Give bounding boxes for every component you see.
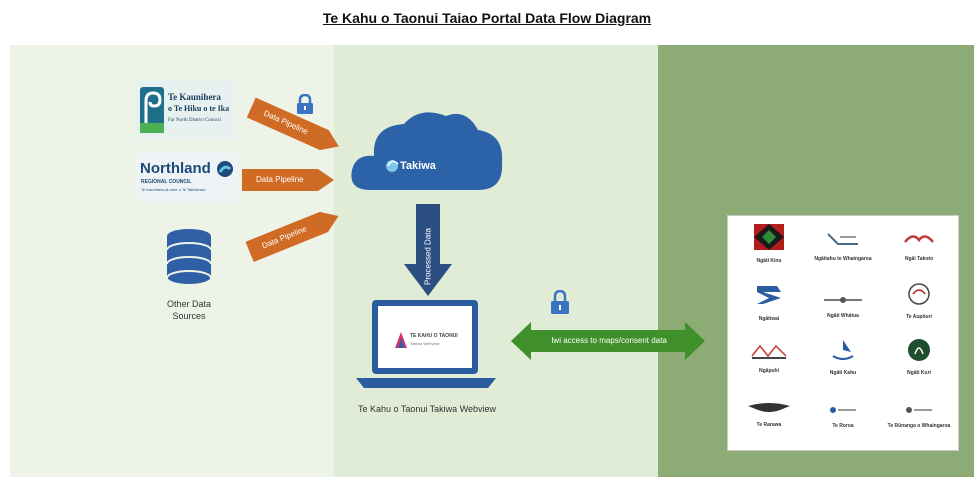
lock-icon (551, 290, 569, 314)
database-icon (166, 229, 212, 286)
iwi-item-te-roroa: Te Roroa (806, 402, 880, 429)
diagram-title: Te Kahu o Taonui Taiao Portal Data Flow … (322, 10, 652, 26)
iwi-emblem-icon (904, 235, 934, 243)
iwi-item-te-runanga-o-whaingaroa: Te Rūnanga o Whaingaroa (882, 402, 956, 429)
iwi-item-ngati-whatua: Ngāti Whātua (806, 292, 880, 319)
iwi-item-ngatiwai: Ngātiwai (732, 282, 806, 322)
iwi-emblem-icon (908, 339, 930, 361)
iwi-item-ngati-kahu: Ngāti Kahu (806, 338, 880, 376)
pipeline-arrow-2: Data Pipeline (242, 169, 334, 191)
iwi-access-label: Iwi access to maps/consent data (551, 336, 667, 345)
far-north-line3: Far North District Council (168, 118, 221, 123)
iwi-item-ngati-kuri: Ngāti Kuri (882, 338, 956, 376)
lock-icon (297, 94, 313, 114)
iwi-item-ngapuhi: Ngāpuhi (732, 342, 806, 374)
webview-screen-title: TE KAHU O TAONUI (410, 333, 458, 339)
laptop-icon (356, 300, 496, 388)
iwi-emblem-icon (830, 407, 856, 413)
iwi-access-arrow (511, 322, 705, 360)
processed-data-arrow (404, 204, 452, 296)
iwi-item-ngati-kinu: Ngāti Kinu (732, 224, 806, 264)
iwi-emblem-icon (748, 403, 790, 412)
processed-data-label: Processed Data (423, 228, 433, 285)
iwi-item-te-rarawa: Te Rarawa (732, 400, 806, 428)
far-north-line2: o Te Hiku o te Ika (168, 104, 230, 113)
iwi-logos-board: Ngāti Kinu Ngāitahu te Whaingaroa Ngāi T… (727, 215, 959, 451)
webview-label: Te Kahu o Taonui Takiwa Webview (357, 404, 497, 414)
iwi-item-te-aupouri: Te Aupōuri (882, 282, 956, 320)
iwi-emblem-icon (751, 344, 787, 359)
webview-screen-subtitle: Takiwa Webview (410, 341, 440, 346)
takiwa-cloud-icon (351, 112, 503, 190)
platform-panel (334, 45, 658, 477)
far-north-line1: Te Kaunihera (168, 92, 221, 102)
other-sources-label: Other Data Sources (166, 299, 212, 321)
iwi-emblem-icon (754, 224, 784, 250)
iwi-item-ngai-takoto: Ngāi Takoto (882, 230, 956, 262)
iwi-emblem-icon (908, 283, 930, 305)
far-north-council-logo: Te Kaunihera o Te Hiku o te Ika Far Nort… (136, 80, 234, 140)
iwi-emblem-icon (824, 297, 862, 303)
northland-line1: Northland (140, 160, 211, 177)
iwi-item-ngaitahu: Ngāitahu te Whaingaroa (806, 230, 880, 262)
koru-icon (140, 87, 164, 133)
cloud-label: Takiwa (400, 160, 436, 172)
iwi-emblem-icon (832, 340, 854, 360)
northland-council-logo: Northland REGIONAL COUNCIL Te Kaunihera-… (136, 152, 238, 202)
northland-line3: Te Kaunihera-ā-rohe o Te Taitokerau (141, 187, 206, 192)
northland-mark-icon (217, 161, 233, 177)
webview-logo-icon (395, 332, 407, 348)
northland-line2: REGIONAL COUNCIL (141, 179, 192, 185)
iwi-emblem-icon (906, 407, 932, 413)
iwi-emblem-icon (757, 286, 781, 304)
iwi-emblem-icon (827, 233, 858, 245)
